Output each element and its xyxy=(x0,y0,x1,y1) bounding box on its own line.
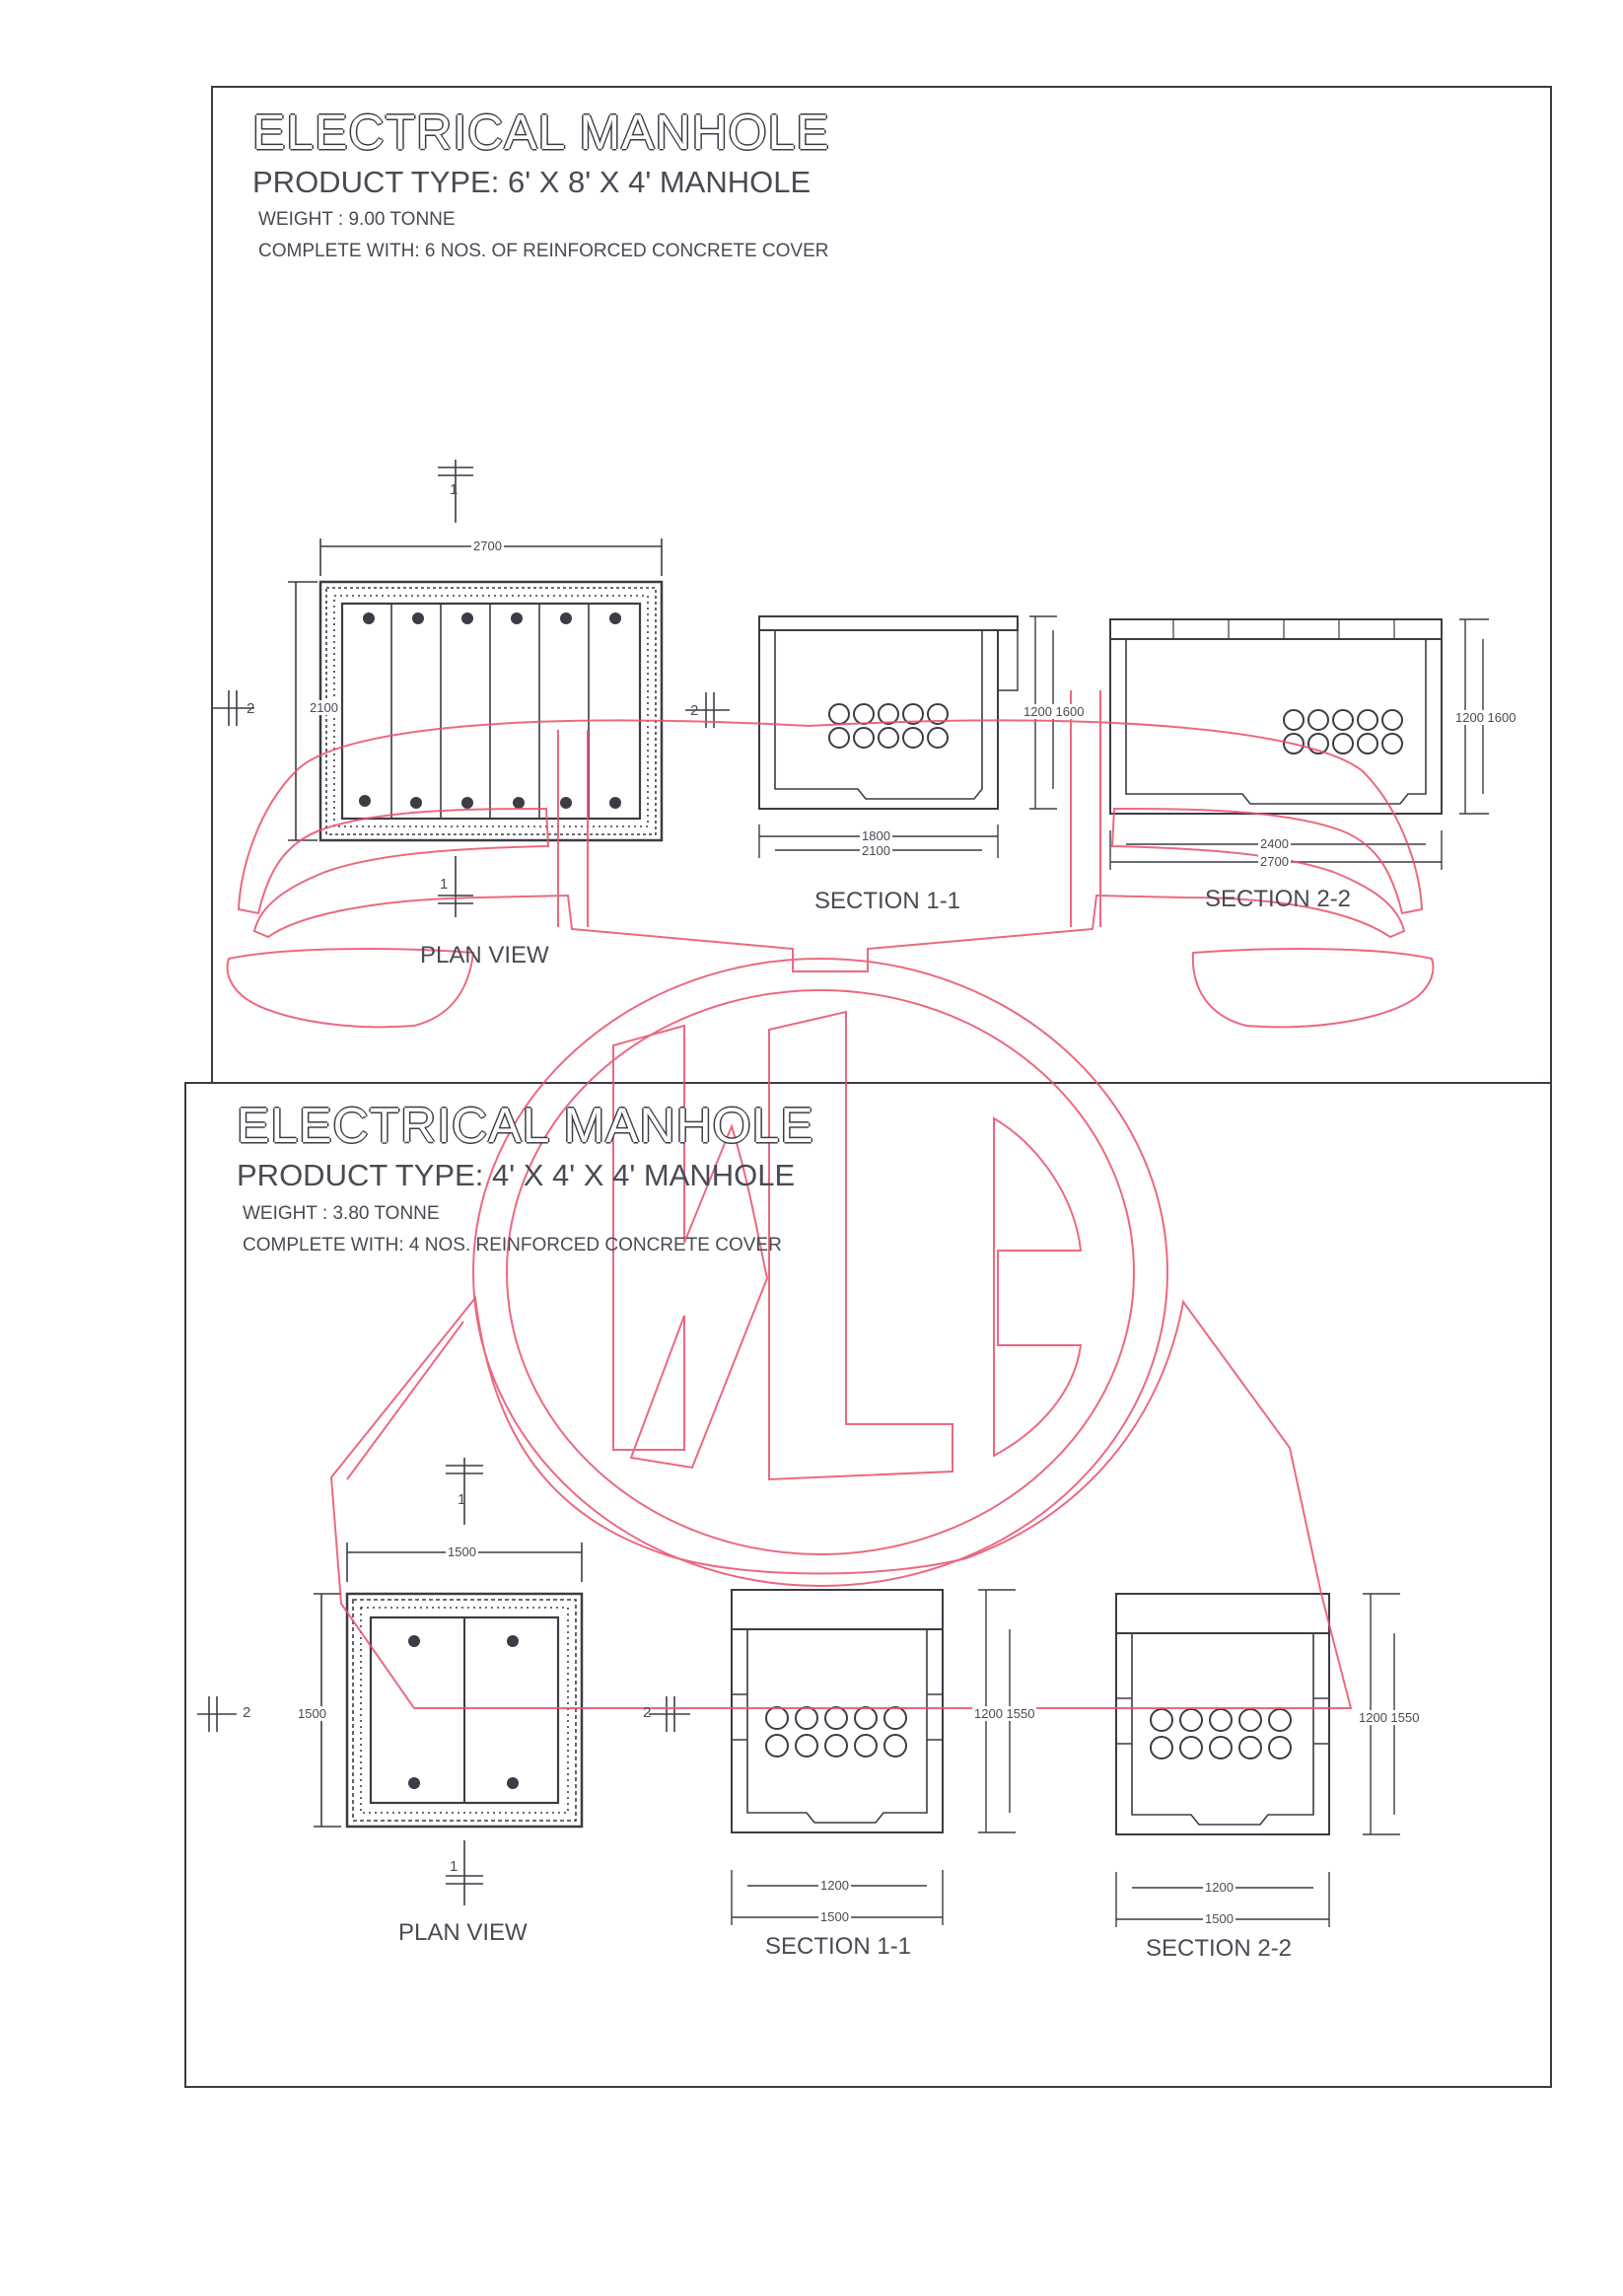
sheet2-product-type: PRODUCT TYPE: 4' X 4' X 4' MANHOLE xyxy=(237,1158,796,1192)
sheet1-product-type: PRODUCT TYPE: 6' X 8' X 4' MANHOLE xyxy=(252,165,812,199)
sheet1-weight: WEIGHT : 9.00 TONNE xyxy=(258,209,456,230)
sheet1-s22-dim-inner: 2400 xyxy=(1258,836,1291,851)
sheet2-s22-caption: SECTION 2-2 xyxy=(1146,1935,1293,1962)
sheet1-s11-dim-outer: 2100 xyxy=(860,843,892,858)
sheet1-s11-dim-height: 1200 1600 xyxy=(1022,704,1087,719)
sheet1-plan-cut1-bottom: 1 xyxy=(440,876,449,893)
sheet2-title: ELECTRICAL MANHOLE xyxy=(237,1098,814,1153)
sheet1-title: ELECTRICAL MANHOLE xyxy=(252,105,830,160)
section-1-1-small-duct-holes xyxy=(765,1706,907,1758)
kle-watermark-logo xyxy=(226,690,1435,1709)
sheet2-s11-dim-outer: 1500 xyxy=(818,1909,851,1924)
sheet1-s11-caption: SECTION 1-1 xyxy=(814,888,961,914)
sheet2-plan-caption: PLAN VIEW xyxy=(398,1919,528,1946)
sheet2-weight: WEIGHT : 3.80 TONNE xyxy=(243,1203,440,1224)
sheet1-plan-cut2-right: 2 xyxy=(690,702,699,719)
sheet-frame-top xyxy=(211,86,1552,1084)
sheet2-s22-dim-inner: 1200 xyxy=(1203,1880,1235,1895)
sheet1-plan-dim-height: 2100 xyxy=(308,700,340,715)
sheet2-complete-with: COMPLETE WITH: 4 NOS. REINFORCED CONCRET… xyxy=(243,1235,782,1256)
section-1-1-large xyxy=(758,615,1057,858)
sheet2-plan-cut1-top: 1 xyxy=(458,1491,466,1508)
sheet2-s22-dim-height: 1200 1550 xyxy=(1357,1710,1422,1725)
sheet2-plan-dim-width: 1500 xyxy=(446,1544,478,1559)
sheet2-plan-cut2-left: 2 xyxy=(243,1704,251,1721)
sheet2-plan-dim-height: 1500 xyxy=(296,1706,328,1721)
sheet1-s22-dim-height: 1200 1600 xyxy=(1453,710,1518,725)
section-2-2-small-duct-holes xyxy=(1150,1708,1292,1759)
sheet1-plan-dim-width: 2700 xyxy=(471,538,504,553)
section-2-2-large-duct-holes xyxy=(1283,709,1403,754)
sheet2-s11-dim-height: 1200 1550 xyxy=(972,1706,1037,1721)
sheet1-s22-caption: SECTION 2-2 xyxy=(1205,886,1352,912)
section-2-2-small xyxy=(1115,1593,1400,1927)
plan-view-small-lifting-holes xyxy=(408,1635,519,1789)
sheet1-s22-dim-outer: 2700 xyxy=(1258,854,1291,869)
sheet1-plan-cut1-top: 1 xyxy=(450,481,459,498)
sheet1-s11-dim-inner: 1800 xyxy=(860,828,892,843)
sheet1-plan-cut2-left: 2 xyxy=(247,700,255,717)
section-1-1-large-duct-holes xyxy=(828,703,949,749)
sheet2-s22-dim-outer: 1500 xyxy=(1203,1911,1235,1926)
sheet-frame-bottom xyxy=(184,1082,1552,2088)
sheet1-plan-caption: PLAN VIEW xyxy=(420,942,549,969)
sheet2-s11-dim-inner: 1200 xyxy=(818,1878,851,1893)
plan-view-large xyxy=(212,460,730,917)
sheet2-plan-cut2-right: 2 xyxy=(643,1704,652,1721)
sheet1-complete-with: COMPLETE WITH: 6 NOS. OF REINFORCED CONC… xyxy=(258,241,829,261)
sheet2-s11-caption: SECTION 1-1 xyxy=(765,1933,912,1960)
plan-view-large-lifting-holes xyxy=(359,612,621,809)
sheet2-plan-cut1-bottom: 1 xyxy=(450,1858,459,1875)
section-1-1-small xyxy=(731,1589,1016,1925)
